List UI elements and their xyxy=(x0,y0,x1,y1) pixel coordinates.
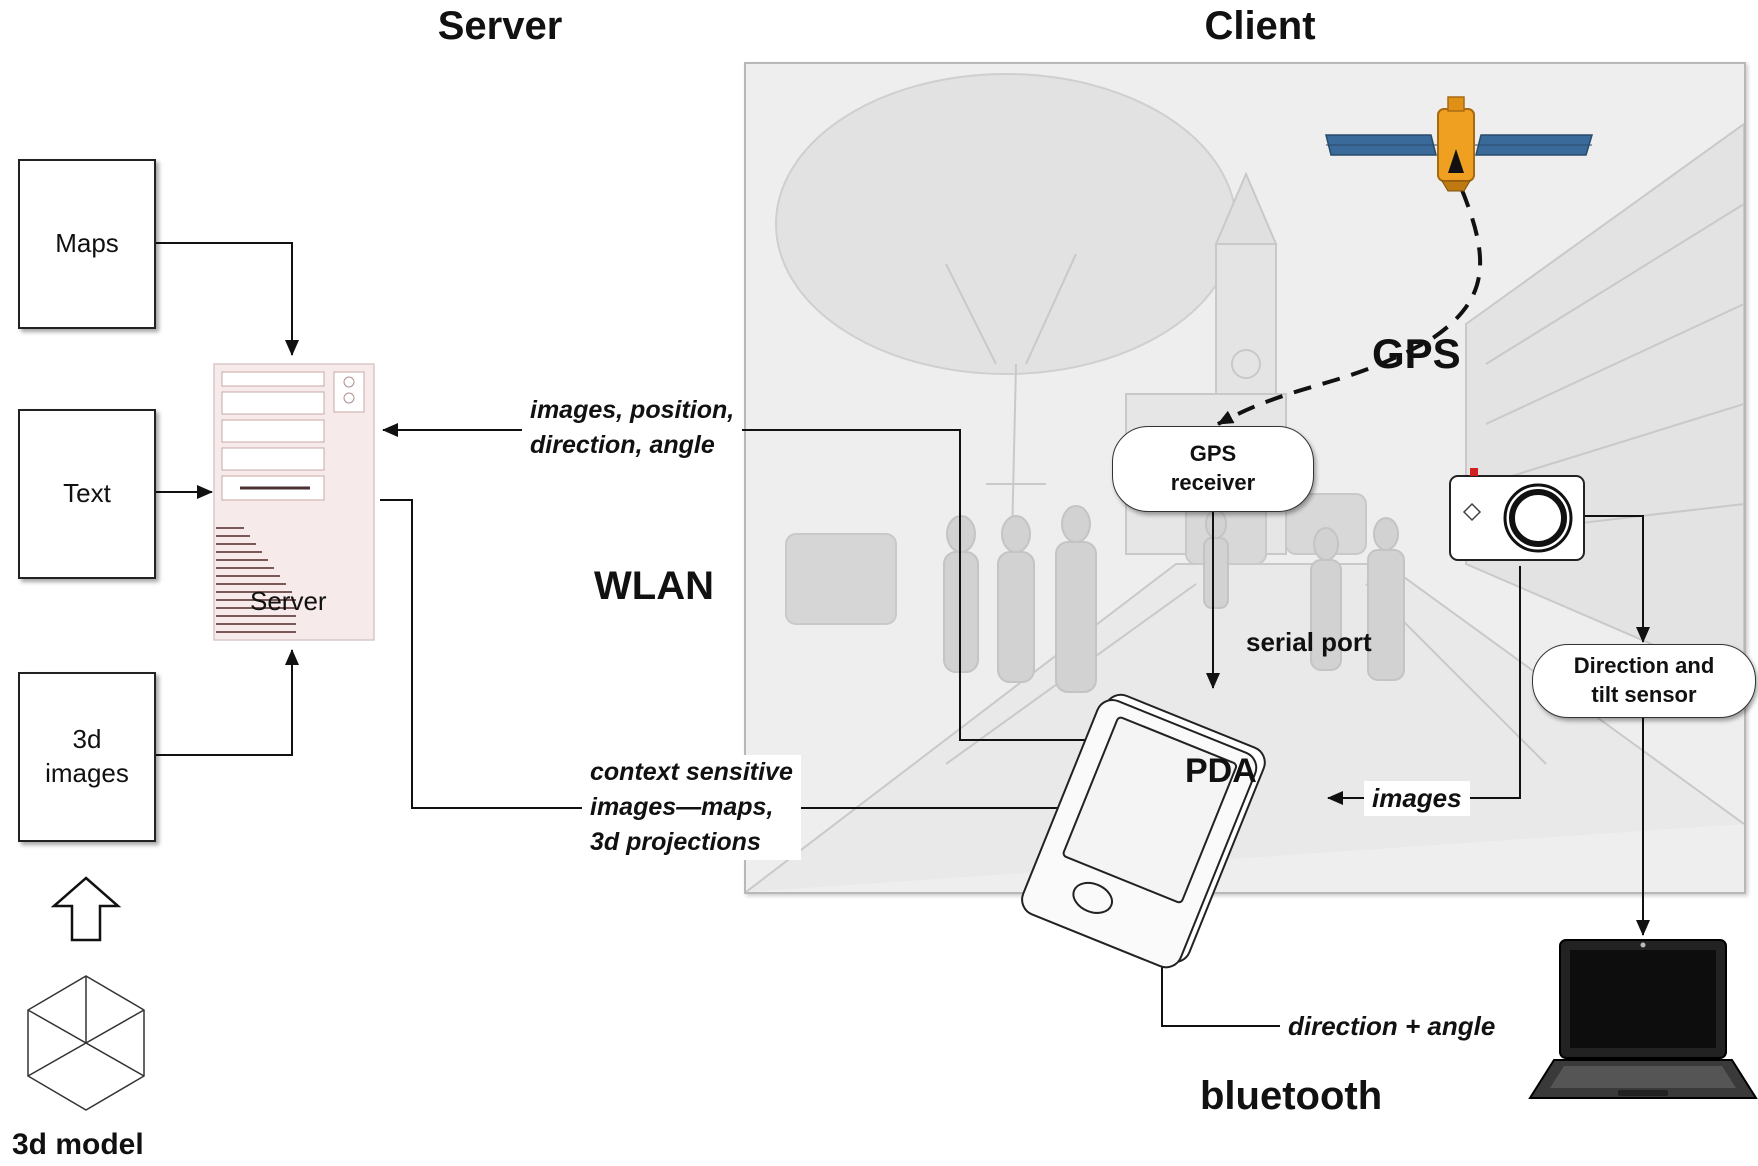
text-box: Text xyxy=(18,409,156,579)
uplink-label: images, position, direction, angle xyxy=(522,393,743,463)
gps-signal-dashed xyxy=(1217,189,1483,426)
downlink-label: context sensitive images—maps, 3d projec… xyxy=(582,755,801,860)
cube-icon xyxy=(27,975,145,1111)
images-3d-label-line2: images xyxy=(45,758,129,788)
uplink-label-line2: direction, angle xyxy=(530,431,715,459)
downlink-label-line2: images—maps, xyxy=(590,793,774,821)
uplink-arrow xyxy=(382,423,1162,741)
maps-label: Maps xyxy=(55,228,119,259)
gps-receiver-line1: GPS xyxy=(1189,441,1237,467)
images-label: images xyxy=(1364,781,1470,816)
downlink-label-line1: context sensitive xyxy=(590,758,793,786)
server-label: Server xyxy=(250,586,327,616)
images3d-to-server-arrow xyxy=(155,649,299,756)
pda-icon xyxy=(1021,693,1266,969)
sensor-line2: tilt sensor xyxy=(1591,682,1697,707)
laptop-icon xyxy=(1528,939,1758,1099)
camera-to-sensor-arrow xyxy=(1585,515,1650,643)
uplink-label-line1: images, position, xyxy=(530,396,735,424)
gps-label: GPS xyxy=(1372,330,1461,377)
maps-box: Maps xyxy=(18,159,156,329)
up-arrow-icon xyxy=(50,876,122,942)
camera-icon xyxy=(1449,468,1585,561)
wlan-label: WLAN xyxy=(594,564,714,608)
images-3d-label-line1: 3d xyxy=(72,724,102,755)
gps-receiver-box: GPS receiver xyxy=(1112,426,1314,512)
text-label: Text xyxy=(63,478,111,509)
direction-angle-label: direction + angle xyxy=(1280,1009,1504,1044)
serial-port-label: serial port xyxy=(1246,627,1372,657)
satellite-icon xyxy=(1325,96,1594,192)
images-3d-box: 3d images xyxy=(18,672,156,842)
gps-receiver-line2: receiver xyxy=(1170,470,1256,495)
maps-to-server-arrow xyxy=(155,242,299,356)
client-heading: Client xyxy=(1204,4,1316,48)
pda-label: PDA xyxy=(1185,752,1257,790)
bluetooth-label: bluetooth xyxy=(1200,1074,1383,1118)
sensor-line1: Direction and xyxy=(1573,653,1715,679)
server-heading: Server xyxy=(437,4,563,48)
direction-tilt-sensor-box: Direction and tilt sensor xyxy=(1532,644,1756,718)
downlink-label-line3: 3d projections xyxy=(590,828,761,856)
server-icon xyxy=(213,363,375,641)
camera-images-arrow xyxy=(1327,566,1521,805)
model-label: 3d model xyxy=(12,1128,144,1161)
